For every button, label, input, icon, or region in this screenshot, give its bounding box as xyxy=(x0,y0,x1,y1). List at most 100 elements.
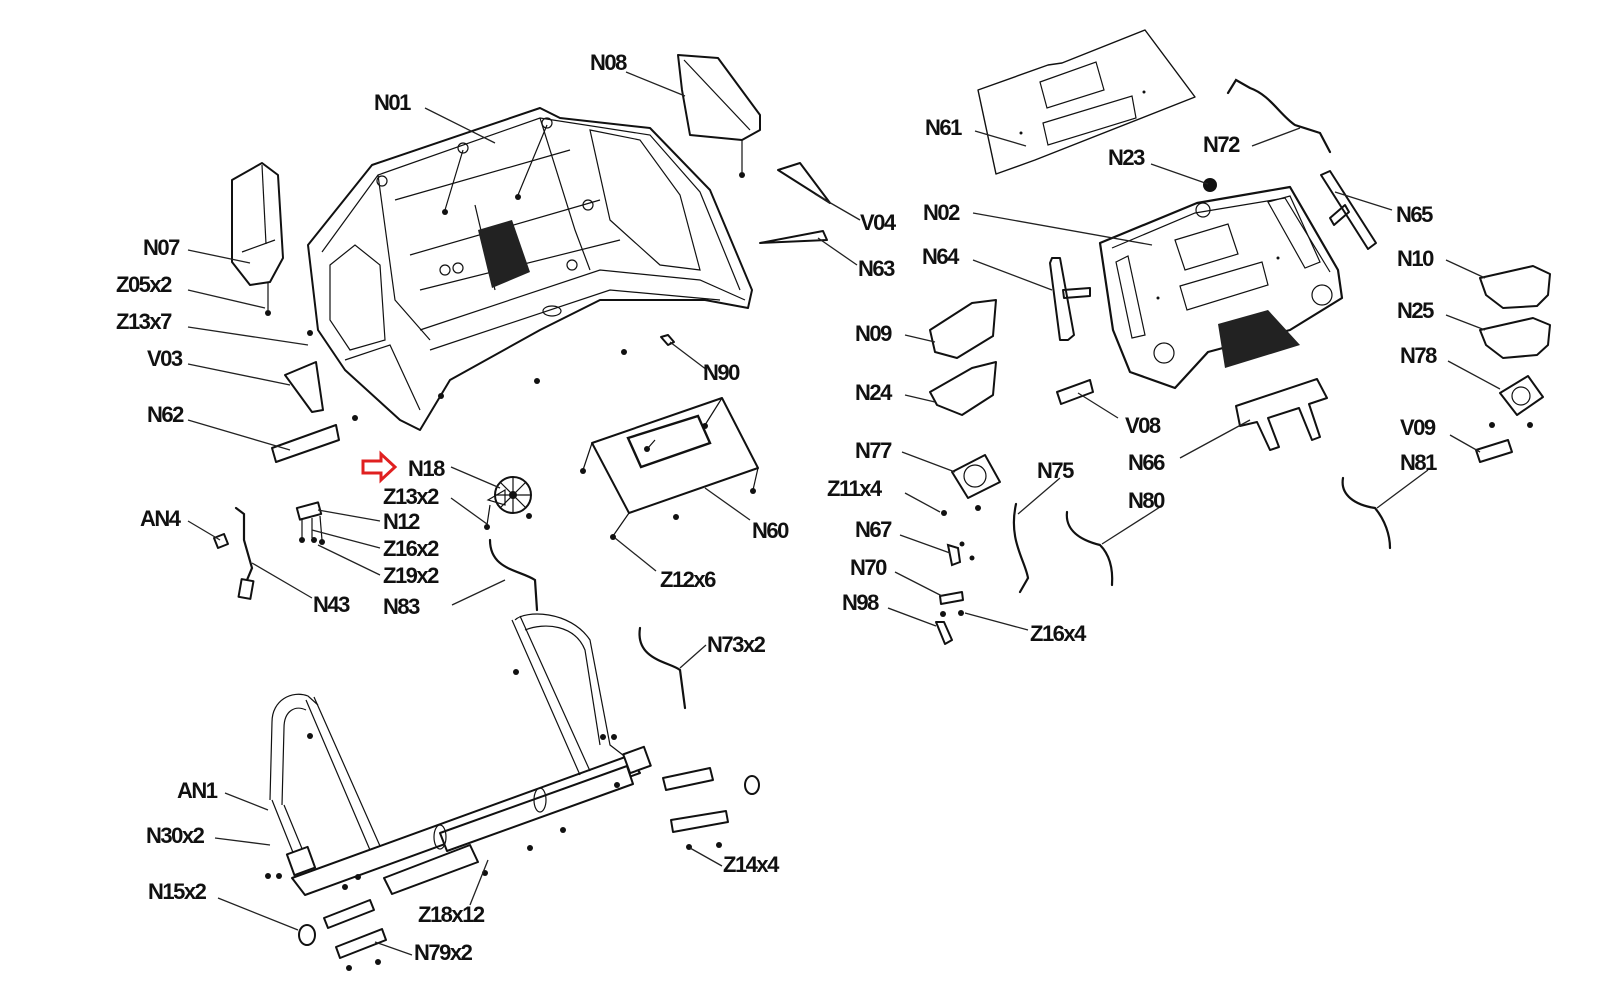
label-n83: N83 xyxy=(383,594,420,619)
label-n30x2: N30x2 xyxy=(146,823,205,848)
part-n10-cover xyxy=(1479,265,1551,309)
part-n43-plug xyxy=(237,578,255,600)
part-n15-end-cap xyxy=(298,924,316,946)
part-n01-console-shell xyxy=(307,107,753,431)
label-z18x12: Z18x12 xyxy=(418,902,485,927)
label-z19x2: Z19x2 xyxy=(383,563,439,588)
label-n75: N75 xyxy=(1037,458,1074,483)
part-n02-console xyxy=(1098,185,1344,390)
part-n81-wire xyxy=(1341,476,1392,550)
label-z16x2: Z16x2 xyxy=(383,536,439,561)
part-n08-right-cup xyxy=(677,54,761,178)
part-n78-speaker xyxy=(1489,375,1544,428)
label-n67: N67 xyxy=(855,517,892,542)
label-n25: N25 xyxy=(1397,298,1434,323)
part-n18-fan xyxy=(484,476,532,530)
part-n15-end-cap-right xyxy=(744,775,760,795)
part-n83-wire xyxy=(488,538,539,612)
label-n23: N23 xyxy=(1108,145,1145,170)
part-v09-decal xyxy=(1475,439,1513,463)
label-n77: N77 xyxy=(855,438,892,463)
part-n43-wire xyxy=(234,506,254,582)
part-n62-trim xyxy=(271,424,340,463)
part-n73-wire xyxy=(638,626,687,710)
console-grille xyxy=(1218,310,1300,368)
label-n90: N90 xyxy=(703,360,740,385)
highlight-arrow-icon xyxy=(361,450,398,484)
part-n79-bracket-right xyxy=(662,767,714,791)
part-n70-clamp xyxy=(939,591,964,617)
part-n24-cover xyxy=(929,361,997,416)
part-n61-overlay xyxy=(977,29,1196,175)
part-n79-bracket-right-2 xyxy=(670,810,729,833)
label-n73x2: N73x2 xyxy=(707,632,766,657)
screws xyxy=(307,124,627,421)
label-n18: N18 xyxy=(408,456,445,481)
label-n60: N60 xyxy=(752,518,789,543)
label-z13x7: Z13x7 xyxy=(116,309,172,334)
part-n23-knob xyxy=(1203,178,1217,192)
label-n65: N65 xyxy=(1396,202,1433,227)
part-n12-bracket xyxy=(295,501,325,545)
label-n02: N02 xyxy=(923,200,960,225)
leader-lines xyxy=(187,71,1501,956)
label-n72: N72 xyxy=(1203,132,1240,157)
part-n72-wire xyxy=(1226,78,1332,154)
part-n66-bracket xyxy=(1235,378,1328,451)
part-n07-left-cup xyxy=(231,162,284,316)
part-n63-trim xyxy=(759,230,828,244)
part-n77-speaker xyxy=(941,454,1001,516)
part-n25-cover xyxy=(1479,317,1551,359)
part-n67-bracket xyxy=(946,541,975,567)
part-n79-bracket-left-2 xyxy=(335,928,387,959)
part-n75-wire xyxy=(1012,502,1030,594)
part-n60-board xyxy=(580,397,759,540)
label-an4: AN4 xyxy=(140,506,182,531)
label-z13x2: Z13x2 xyxy=(383,484,439,509)
label-z14x4: Z14x4 xyxy=(723,852,780,877)
label-n09: N09 xyxy=(855,321,892,346)
part-n98-clip xyxy=(935,621,953,645)
label-v04: V04 xyxy=(860,210,897,235)
frame-bolts xyxy=(265,669,620,890)
label-n15x2: N15x2 xyxy=(148,879,207,904)
label-v09: V09 xyxy=(1400,415,1436,440)
part-n09-cover xyxy=(929,299,997,359)
label-n79x2: N79x2 xyxy=(414,940,473,965)
label-an1: AN1 xyxy=(177,778,218,803)
label-n08: N08 xyxy=(590,50,627,75)
label-n64: N64 xyxy=(922,244,960,269)
part-v04-decal xyxy=(777,162,831,204)
label-n12: N12 xyxy=(383,509,420,534)
part-an1-frame xyxy=(265,613,652,896)
label-n07: N07 xyxy=(143,235,180,260)
part-labels: N01 N08 N07 Z05x2 Z13x7 V03 N62 N18 Z13x… xyxy=(116,50,1439,965)
label-n62: N62 xyxy=(147,402,184,427)
label-z05x2: Z05x2 xyxy=(116,272,172,297)
label-n78: N78 xyxy=(1400,343,1437,368)
label-v03: V03 xyxy=(147,346,183,371)
part-n65-handle xyxy=(1320,170,1377,250)
label-n70: N70 xyxy=(850,555,887,580)
part-n64-handle xyxy=(1049,257,1091,341)
label-z12x6: Z12x6 xyxy=(660,567,716,592)
label-z11x4: Z11x4 xyxy=(827,476,883,501)
part-v03-decal xyxy=(284,361,324,413)
label-n80: N80 xyxy=(1128,488,1165,513)
label-z16x4: Z16x4 xyxy=(1030,621,1087,646)
label-n24: N24 xyxy=(855,380,893,405)
part-v08-decal xyxy=(1056,379,1094,405)
label-n01: N01 xyxy=(374,90,411,115)
label-v08: V08 xyxy=(1125,413,1161,438)
label-n63: N63 xyxy=(858,256,895,281)
label-n10: N10 xyxy=(1397,246,1434,271)
part-n80-wire xyxy=(1065,510,1114,587)
label-n66: N66 xyxy=(1128,450,1165,475)
part-an4-switch xyxy=(213,533,229,549)
label-n81: N81 xyxy=(1400,450,1437,475)
part-n79-bracket-left xyxy=(323,899,375,929)
label-n61: N61 xyxy=(925,115,962,140)
label-n43: N43 xyxy=(313,592,350,617)
speaker-grille xyxy=(478,220,530,288)
